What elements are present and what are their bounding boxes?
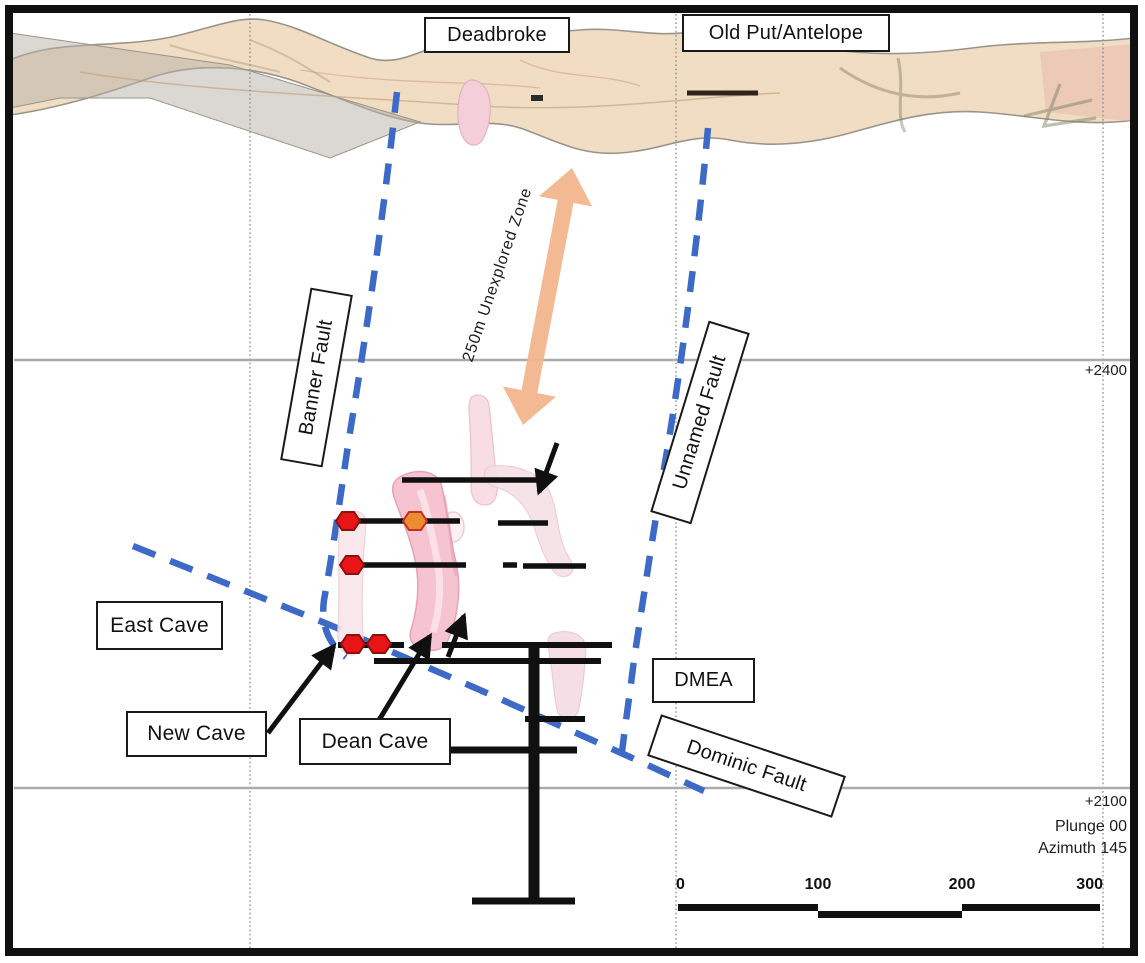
drill-markers <box>334 511 429 654</box>
label-old-put-antelope: Old Put/Antelope <box>682 14 890 52</box>
marker-red-3 <box>339 634 367 654</box>
fault-lines <box>131 91 712 794</box>
marker-red-2 <box>338 555 366 575</box>
label-deadbroke: Deadbroke <box>424 17 570 53</box>
unexplored-zone-arrow <box>502 168 593 425</box>
grid-lines <box>14 14 1131 949</box>
dominic-fault-line <box>131 542 706 794</box>
ore-pipe-left-ghost <box>337 511 367 656</box>
new-cave-arrow <box>266 643 337 735</box>
ore-blob-surface <box>457 79 491 146</box>
azimuth-label: Azimuth 145 <box>1038 840 1127 857</box>
dean-cave-arrow <box>373 632 433 727</box>
elevation-label-2100: +2100 <box>1084 793 1127 810</box>
label-dmea: DMEA <box>652 658 755 703</box>
surface-topography-band <box>9 18 1136 159</box>
banner-fault-line <box>320 91 401 660</box>
arrow-short-up <box>444 612 468 658</box>
plunge-label: Plunge 00 <box>1054 818 1127 835</box>
elevation-label-2400: +2400 <box>1084 362 1127 379</box>
label-east-cave: East Cave <box>96 601 223 650</box>
ore-pipe-upper <box>468 394 499 506</box>
scale-tick-0: 0 <box>676 876 685 893</box>
label-new-cave: New Cave <box>126 711 267 757</box>
scale-tick-100: 100 <box>804 876 832 893</box>
marker-red-4 <box>365 634 393 654</box>
pointer-arrows <box>266 442 560 735</box>
scale-tick-200: 200 <box>948 876 976 893</box>
arrow-down-left <box>534 442 560 496</box>
label-dean-cave: Dean Cave <box>299 718 451 765</box>
marker-red-1 <box>334 511 362 531</box>
marker-orange <box>401 511 429 531</box>
scale-tick-300: 300 <box>1076 876 1103 893</box>
scale-bar <box>678 904 1100 918</box>
